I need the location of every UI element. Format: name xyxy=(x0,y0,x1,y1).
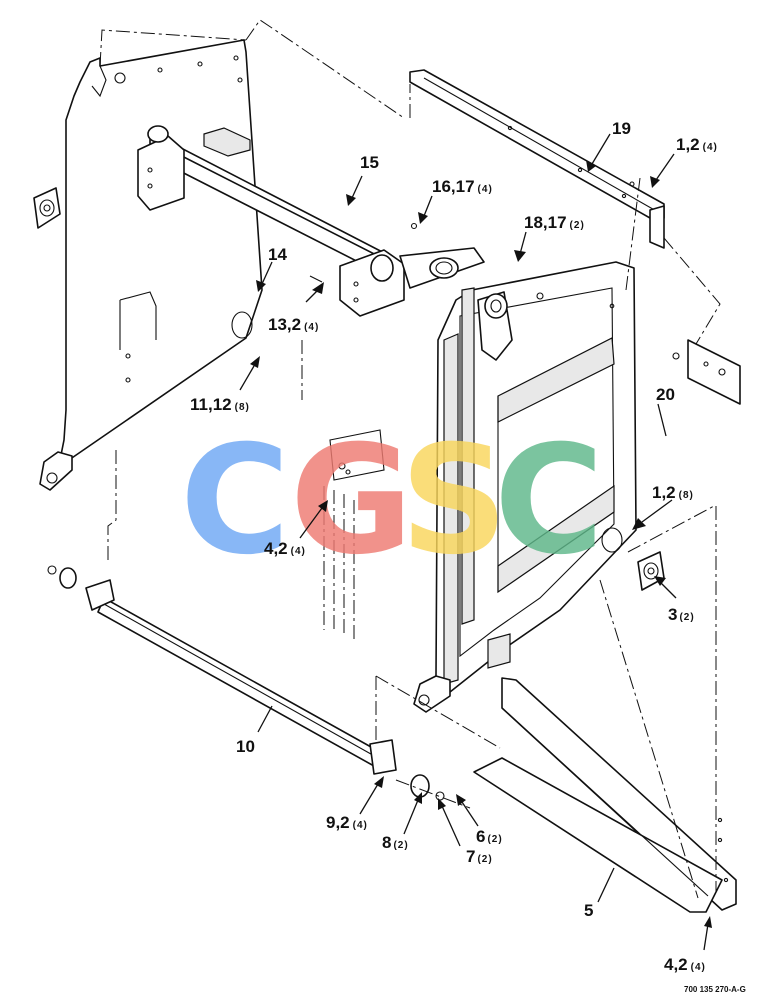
callout-14: 14 xyxy=(268,245,287,264)
middle-hardware-group xyxy=(309,181,680,481)
watermark-letter-s: S xyxy=(400,414,508,588)
callout-11-12: 11,12(8) xyxy=(190,395,250,414)
callout-9-2: 9,2(4) xyxy=(326,813,368,832)
callout-4-2-mid: 4,2(4) xyxy=(264,539,306,558)
main-frame xyxy=(413,261,637,713)
callout-1-2-mid: 1,2(8) xyxy=(652,483,694,502)
callout-15: 15 xyxy=(360,153,379,172)
callout-6: 6(2) xyxy=(476,827,503,846)
callout-3: 3(2) xyxy=(668,605,695,624)
callout-20: 20 xyxy=(656,385,675,404)
drawing-number: 700 135 270-A-G xyxy=(684,985,746,994)
callout-8: 8(2) xyxy=(382,833,409,852)
callout-labels: 19 1,2(4) 15 16,17(4) 18,17(2) 14 13,2(4… xyxy=(190,119,718,974)
bottom-angle xyxy=(473,677,737,913)
callout-10: 10 xyxy=(236,737,255,756)
right-bearing-plate-upper xyxy=(687,339,741,405)
watermark-letter-g: G xyxy=(290,414,413,588)
cross-tube-assembly xyxy=(137,125,485,317)
callout-19: 19 xyxy=(612,119,631,138)
lower-shaft-assembly xyxy=(47,565,445,801)
top-rail xyxy=(409,69,665,249)
cgsc-watermark: C G S C xyxy=(180,414,604,588)
callout-13-2: 13,2(4) xyxy=(268,315,319,334)
alignment-lines xyxy=(99,19,721,899)
callout-7: 7(2) xyxy=(466,847,493,866)
callout-1-2-top: 1,2(4) xyxy=(676,135,718,154)
watermark-letter-c2: C xyxy=(494,414,604,588)
callout-18-17: 18,17(2) xyxy=(524,213,585,232)
left-bearing-plate xyxy=(33,187,61,229)
callout-4-2-bot: 4,2(4) xyxy=(664,955,706,974)
leader-lines xyxy=(239,133,712,951)
callout-16-17: 16,17(4) xyxy=(432,177,493,196)
callout-5: 5 xyxy=(584,901,593,920)
watermark-letter-c1: C xyxy=(180,414,290,588)
